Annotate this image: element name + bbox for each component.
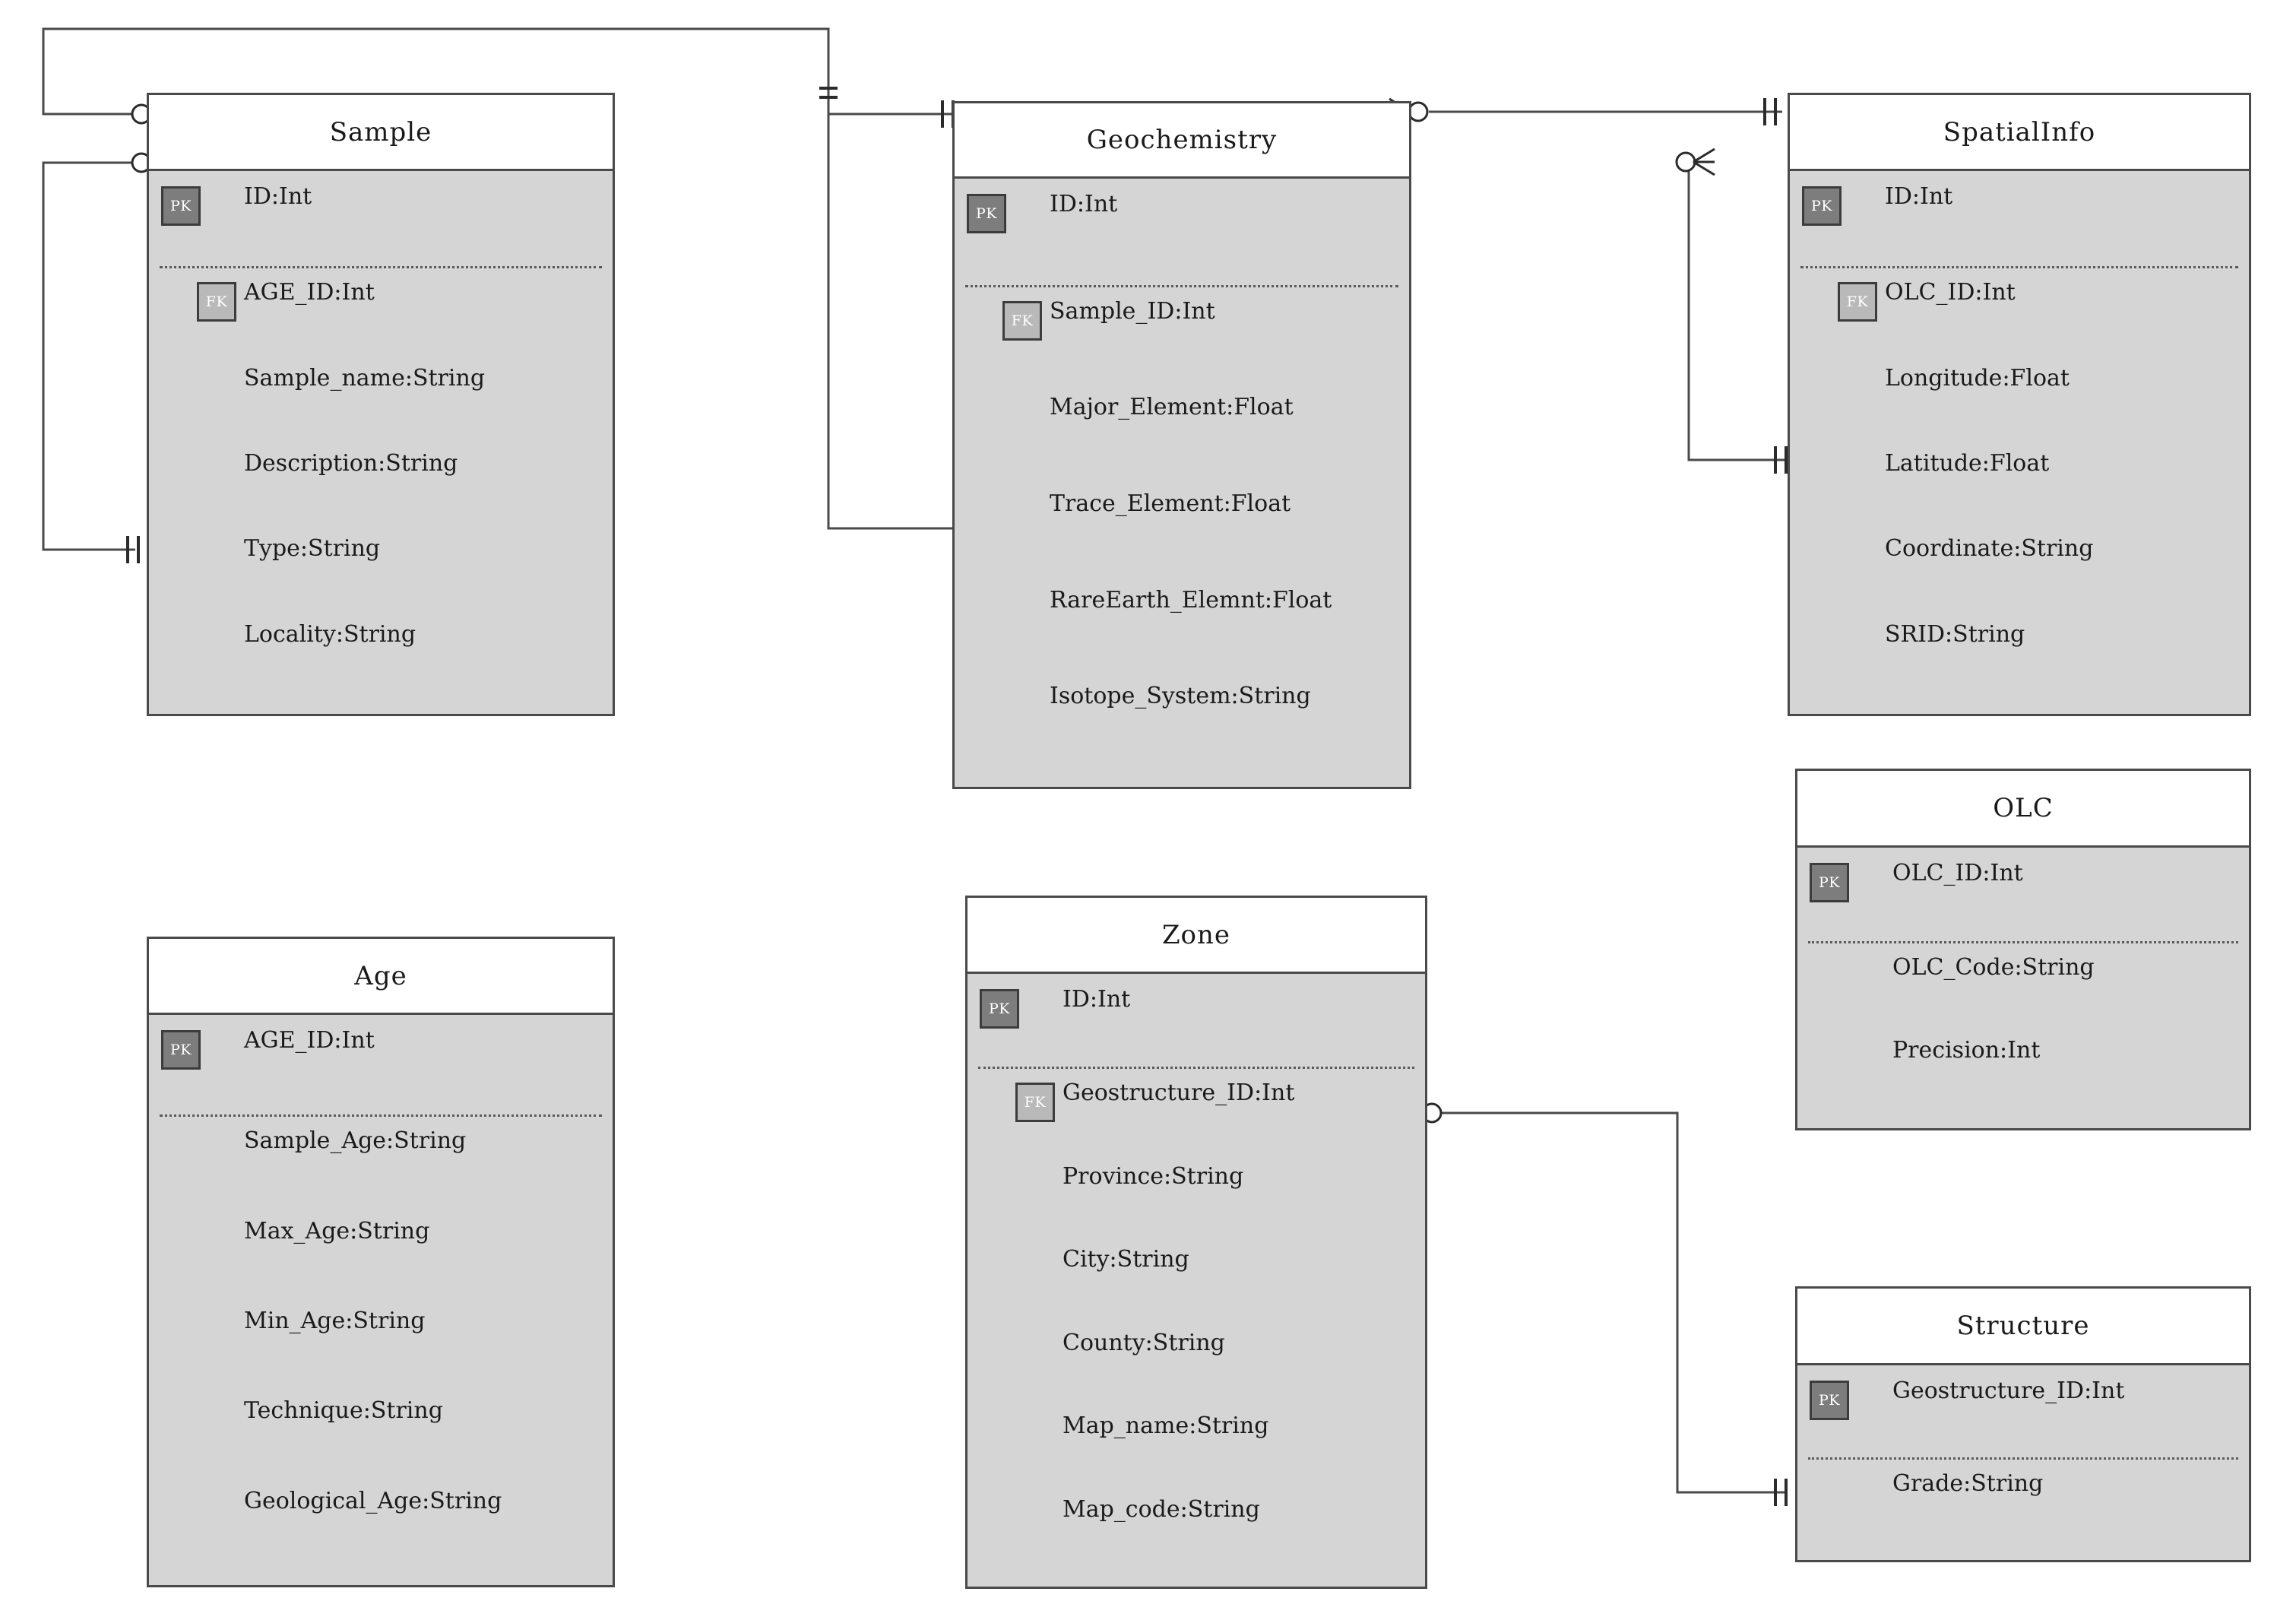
- attribute-label: Major_Element:Float: [1050, 394, 1294, 421]
- attribute-label: Min_Age:String: [244, 1308, 426, 1334]
- entity-title: Structure: [1956, 1311, 2090, 1341]
- attribute-label: City:String: [1062, 1246, 1189, 1273]
- pk-separator: [965, 284, 1398, 287]
- entity-header-structure: Structure: [1797, 1289, 2249, 1365]
- attribute-label: Sample_name:String: [244, 364, 486, 392]
- attribute-label: Map_name:String: [1062, 1412, 1269, 1440]
- attribute-label: Isotope_System:String: [1050, 683, 1311, 710]
- entity-header-zone: Zone: [967, 898, 1425, 974]
- pk-separator: [1800, 266, 2238, 269]
- pk-separator: [160, 266, 602, 269]
- attribute-label: ID:Int: [1885, 183, 1953, 210]
- pk-badge: PK: [161, 186, 201, 226]
- pk-badge: PK: [980, 989, 1019, 1029]
- entity-header-age: Age: [149, 939, 613, 1015]
- pk-separator: [1808, 940, 2238, 943]
- attribute-label: Technique:String: [244, 1397, 443, 1425]
- attribute-label: Grade:String: [1892, 1470, 2044, 1497]
- attribute-label: Map_code:String: [1062, 1495, 1260, 1523]
- attribute-label: Coordinate:String: [1885, 535, 2094, 563]
- entity-header-geochemistry: Geochemistry: [955, 103, 1409, 179]
- attribute-label: RareEarth_Elemnt:Float: [1050, 586, 1332, 614]
- entity-header-olc: OLC: [1797, 771, 2249, 848]
- attribute-label: Locality:String: [244, 620, 416, 648]
- pk-badge: PK: [1810, 863, 1849, 902]
- attribute-label: ID:Int: [1050, 191, 1118, 217]
- attribute-label: Geostructure_ID:Int: [1062, 1080, 1295, 1107]
- entity-title: SpatialInfo: [1943, 116, 2096, 147]
- attribute-label: Type:String: [244, 535, 381, 563]
- attribute-label: AGE_ID:Int: [244, 279, 375, 306]
- attribute-label: Sample_Age:String: [244, 1127, 467, 1155]
- attribute-label: OLC_Code:String: [1892, 953, 2095, 981]
- entity-header-spatialinfo: SpatialInfo: [1790, 95, 2249, 171]
- pk-badge: PK: [1802, 186, 1842, 226]
- attribute-label: ID:Int: [244, 183, 312, 210]
- pk-badge: PK: [161, 1030, 201, 1070]
- pk-badge: PK: [967, 194, 1006, 233]
- entity-title: Geochemistry: [1086, 125, 1278, 155]
- attribute-label: Precision:Int: [1892, 1037, 2041, 1064]
- attribute-label: Geological_Age:String: [244, 1487, 502, 1514]
- pk-badge: PK: [1810, 1381, 1849, 1420]
- attribute-label: Latitude:Float: [1885, 450, 2050, 477]
- attribute-label: OLC_ID:Int: [1885, 279, 2016, 306]
- entity-title: Sample: [329, 116, 432, 147]
- attribute-label: Trace_Element:Float: [1050, 490, 1291, 517]
- pk-separator: [160, 1114, 602, 1118]
- fk-badge: FK: [1838, 282, 1877, 322]
- relationship-zone-structure: [1402, 1099, 1788, 1506]
- entity-header-sample: Sample: [149, 95, 613, 171]
- attribute-label: Sample_ID:Int: [1050, 297, 1215, 325]
- attribute-label: Province:String: [1062, 1162, 1244, 1190]
- fk-badge: FK: [197, 282, 236, 322]
- attribute-label: SRID:String: [1885, 620, 2025, 648]
- entity-title: Zone: [1161, 919, 1231, 950]
- pk-separator: [1808, 1457, 2238, 1460]
- attribute-label: Max_Age:String: [244, 1217, 430, 1244]
- attribute-label: County:String: [1062, 1329, 1225, 1356]
- attribute-label: Longitude:Float: [1885, 364, 2070, 392]
- attribute-label: ID:Int: [1062, 986, 1131, 1013]
- fk-badge: FK: [1015, 1083, 1055, 1123]
- attribute-label: OLC_ID:Int: [1892, 860, 2023, 886]
- entity-title: Age: [354, 960, 407, 991]
- pk-separator: [978, 1067, 1414, 1070]
- relationship-spatialinfo-olc: [1675, 147, 1788, 474]
- attribute-label: AGE_ID:Int: [244, 1027, 375, 1054]
- entity-title: OLC: [1993, 793, 2054, 823]
- fk-badge: FK: [1002, 300, 1042, 341]
- relationship-geochemistry-spatialinfo: [1389, 97, 1782, 126]
- attribute-label: Description:String: [244, 450, 458, 477]
- attribute-label: Geostructure_ID:Int: [1892, 1378, 2125, 1404]
